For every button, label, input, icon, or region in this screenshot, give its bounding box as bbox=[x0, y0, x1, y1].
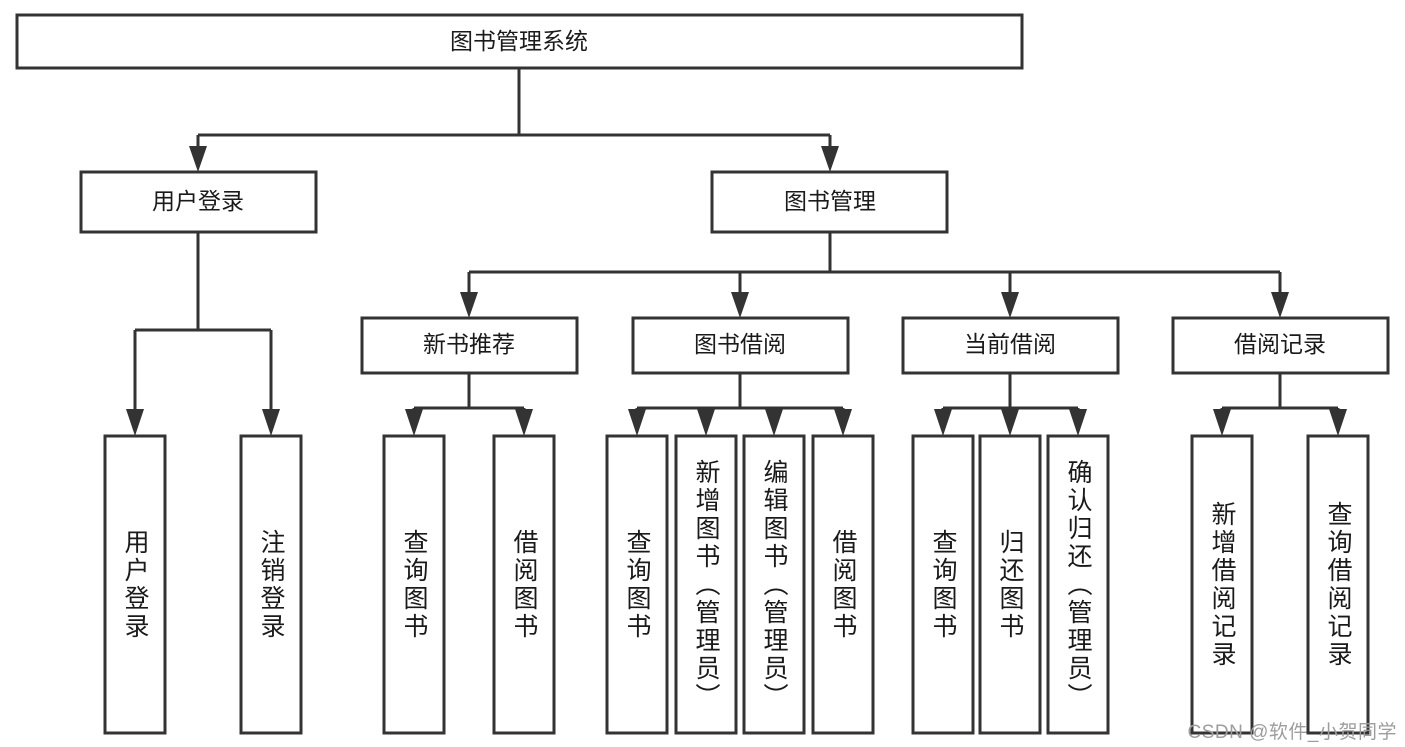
node-book-borrow-label: 图书借阅 bbox=[694, 331, 786, 357]
node-book-management[interactable] bbox=[710, 170, 949, 234]
arrowhead-borrow-record bbox=[1271, 292, 1289, 318]
node-user-login[interactable] bbox=[79, 170, 318, 234]
node-root[interactable] bbox=[15, 13, 1024, 70]
arrowhead-book-mgmt bbox=[821, 146, 839, 172]
arrowhead-leaf-logout bbox=[262, 409, 280, 436]
arrowhead-br-leaf2 bbox=[1329, 409, 1347, 436]
leaf-box-borrow-record-0[interactable] bbox=[1190, 434, 1254, 735]
arrowhead-cb-leaf2 bbox=[1001, 409, 1019, 436]
edges-book-mgmt-to-level3 bbox=[460, 232, 1289, 318]
arrowhead-bb-leaf3 bbox=[765, 409, 783, 436]
leaf-box-current-borrow-2[interactable] bbox=[1046, 434, 1110, 735]
node-new-book-recommend-label: 新书推荐 bbox=[423, 331, 515, 357]
arrowhead-cb-leaf1 bbox=[934, 409, 952, 436]
arrowhead-new-book bbox=[460, 292, 478, 318]
arrowhead-br-leaf1 bbox=[1213, 409, 1231, 436]
arrowhead-user-login bbox=[189, 146, 207, 172]
node-current-borrow[interactable] bbox=[901, 316, 1120, 375]
node-user-login-label: 用户登录 bbox=[152, 188, 244, 214]
leaf-box-new-book-1[interactable] bbox=[492, 434, 556, 735]
node-new-book-recommend[interactable] bbox=[360, 316, 579, 375]
node-current-borrow-label: 当前借阅 bbox=[964, 331, 1056, 357]
arrowhead-book-borrow bbox=[731, 292, 749, 318]
arrowhead-leaf-user-login bbox=[126, 409, 144, 436]
node-root-label: 图书管理系统 bbox=[450, 28, 588, 54]
node-borrow-record[interactable] bbox=[1171, 316, 1390, 375]
edges-borrow-record-to-leaves bbox=[1213, 373, 1347, 436]
leaf-box-book-borrow-1[interactable] bbox=[674, 434, 738, 735]
edges-user-login-to-leaves bbox=[126, 232, 280, 436]
arrowhead-current-borrow bbox=[1001, 292, 1019, 318]
arrowhead-bb-leaf2 bbox=[697, 409, 715, 436]
arrowhead-bb-leaf4 bbox=[834, 409, 852, 436]
csdn-watermark: CSDN @软件_小贺同学 bbox=[1187, 722, 1397, 743]
arrowhead-nb-leaf2 bbox=[515, 409, 533, 436]
arrowhead-cb-leaf3 bbox=[1069, 409, 1087, 436]
leaf-box-book-borrow-2[interactable] bbox=[742, 434, 806, 735]
edges-book-borrow-to-leaves bbox=[628, 373, 852, 436]
edges-current-borrow-to-leaves bbox=[934, 373, 1087, 436]
leaf-box-current-borrow-0[interactable] bbox=[911, 434, 975, 735]
node-book-borrow[interactable] bbox=[631, 316, 850, 375]
node-borrow-record-label: 借阅记录 bbox=[1234, 331, 1326, 357]
leaf-box-current-borrow-1[interactable] bbox=[978, 434, 1042, 735]
leaf-box-user-login-0[interactable] bbox=[103, 434, 167, 735]
leaf-box-borrow-record-1[interactable] bbox=[1306, 434, 1370, 735]
arrowhead-nb-leaf1 bbox=[405, 409, 423, 436]
leaf-box-book-borrow-3[interactable] bbox=[811, 434, 875, 735]
leaf-box-book-borrow-0[interactable] bbox=[605, 434, 669, 735]
leaf-box-new-book-0[interactable] bbox=[382, 434, 446, 735]
edges-root-to-level2 bbox=[189, 68, 839, 172]
edges-new-book-to-leaves bbox=[405, 373, 533, 436]
node-book-management-label: 图书管理 bbox=[784, 188, 876, 214]
leaf-box-user-login-1[interactable] bbox=[239, 434, 303, 735]
arrowhead-bb-leaf1 bbox=[628, 409, 646, 436]
